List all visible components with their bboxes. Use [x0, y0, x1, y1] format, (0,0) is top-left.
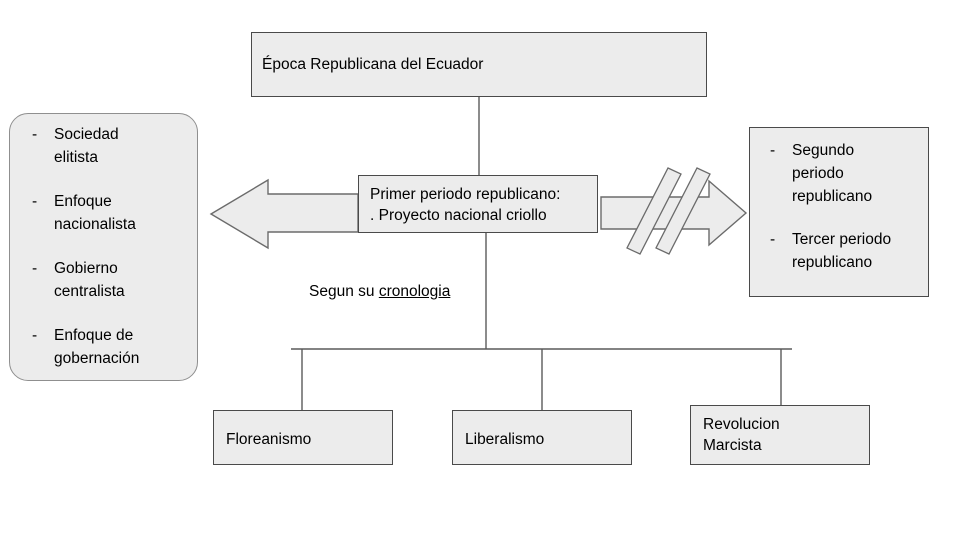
bullet-marker-icon: - [32, 327, 38, 344]
node-liberalismo[interactable]: Liberalismo [452, 410, 632, 465]
node-primer-periodo[interactable]: Primer periodo republicano: . Proyecto na… [358, 175, 598, 233]
list-item[interactable]: - Sociedad elitista [32, 123, 119, 169]
node-revolucion-marcista-line1: Revolucion [703, 416, 780, 433]
list-item-label: Tercer periodo republicano [792, 231, 892, 271]
list-item[interactable]: - Segundo periodo republicano [770, 139, 872, 208]
arrow-left-icon [209, 178, 359, 250]
bullet-marker-icon: - [770, 142, 776, 159]
bullet-marker-icon: - [32, 260, 38, 277]
slash-bar-2-icon [655, 167, 711, 255]
list-item[interactable]: - Enfoque nacionalista [32, 190, 136, 236]
list-item-label: Gobierno centralista [54, 260, 125, 300]
slash-bar-1-icon [626, 167, 682, 255]
list-item[interactable]: - Enfoque de gobernación [32, 324, 139, 370]
list-item[interactable]: - Gobierno centralista [32, 257, 125, 303]
branch-label-prefix: Segun su [309, 283, 379, 300]
node-liberalismo-label: Liberalismo [465, 431, 545, 448]
bullet-marker-icon: - [770, 231, 776, 248]
arrow-right-icon [600, 179, 748, 247]
branch-label: Segun su cronologia [309, 282, 450, 302]
bullet-marker-icon: - [32, 193, 38, 210]
node-epoca-republicana[interactable]: Época Republicana del Ecuador [251, 32, 707, 97]
panel-otros-periodos[interactable]: - Segundo periodo republicano - Tercer p… [749, 127, 929, 297]
node-revolucion-marcista-line2: Marcista [703, 437, 762, 454]
node-primer-periodo-label: Primer periodo republicano: . Proyecto na… [370, 184, 560, 226]
list-item-label: Enfoque de gobernación [54, 327, 140, 367]
node-primer-periodo-line1: Primer periodo republicano: [370, 186, 561, 203]
caracteristicas-list: - Sociedad elitista - Enfoque nacionalis… [10, 114, 197, 380]
node-floreanismo[interactable]: Floreanismo [213, 410, 393, 465]
list-item-label: Segundo periodo republicano [792, 142, 873, 205]
node-epoca-republicana-label: Época Republicana del Ecuador [262, 56, 484, 73]
bullet-marker-icon: - [32, 126, 38, 143]
panel-caracteristicas[interactable]: - Sociedad elitista - Enfoque nacionalis… [9, 113, 198, 381]
branch-label-underlined: cronologia [378, 283, 451, 300]
list-item-label: Enfoque nacionalista [54, 193, 136, 233]
node-floreanismo-label: Floreanismo [226, 431, 312, 448]
otros-periodos-list: - Segundo periodo republicano - Tercer p… [750, 128, 928, 296]
node-primer-periodo-line2: . Proyecto nacional criollo [370, 207, 547, 224]
list-item[interactable]: - Tercer periodo republicano [770, 228, 891, 274]
list-item-label: Sociedad elitista [54, 126, 119, 166]
